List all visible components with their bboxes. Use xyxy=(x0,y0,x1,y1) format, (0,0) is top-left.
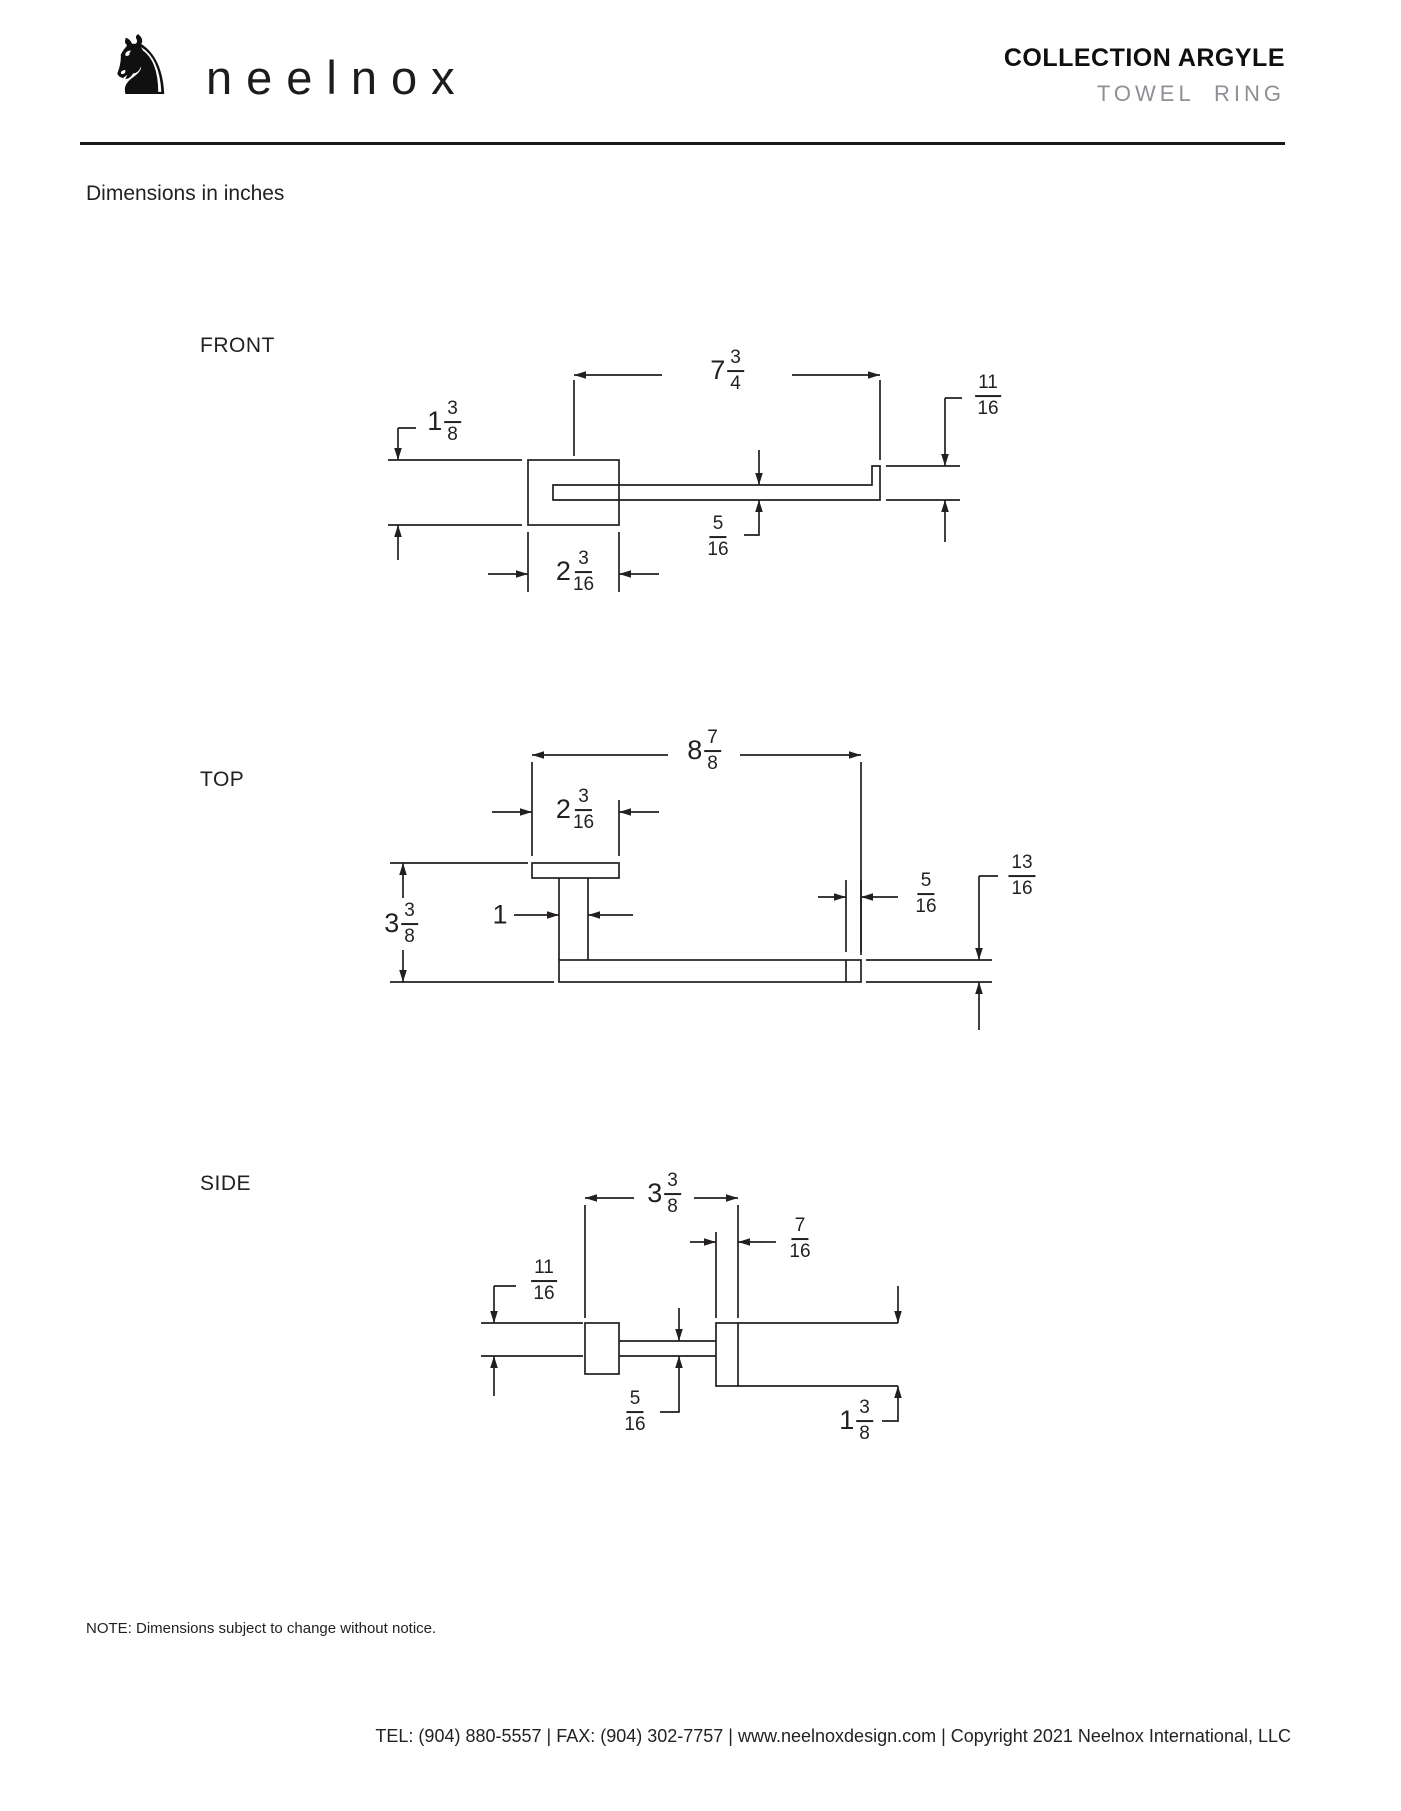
horse-head-logo-icon: ♞ xyxy=(104,19,178,114)
dim-numerator: 7 xyxy=(704,728,721,752)
dim-whole: 1 xyxy=(839,1405,855,1436)
dim-numerator: 3 xyxy=(727,348,744,372)
dim-numerator: 3 xyxy=(575,549,592,573)
dim-whole: 8 xyxy=(687,735,703,766)
brand-name: neelnox xyxy=(206,51,469,104)
dim-whole: 3 xyxy=(647,1178,663,1209)
front-dimension-lines xyxy=(388,371,962,592)
dim-denominator: 16 xyxy=(624,1414,646,1435)
dim-denominator: 16 xyxy=(977,398,999,419)
dim-numerator: 3 xyxy=(575,787,592,811)
top-dimension-lines xyxy=(390,751,998,1030)
dim-denominator: 8 xyxy=(404,926,415,947)
dim-denominator: 8 xyxy=(707,753,718,774)
dim-denominator: 16 xyxy=(915,896,937,917)
dim-denominator: 16 xyxy=(707,539,729,560)
dim-label-top-post-width: 1 xyxy=(490,899,510,930)
side-dimension-lines xyxy=(481,1194,902,1422)
dim-numerator: 5 xyxy=(626,1389,644,1413)
dim-whole: 1 xyxy=(427,406,443,437)
dim-denominator: 16 xyxy=(572,812,595,833)
front-view-drawing xyxy=(388,371,962,592)
dim-denominator: 8 xyxy=(667,1196,678,1217)
dim-denominator: 8 xyxy=(859,1423,870,1444)
contact-footer: TEL: (904) 880-5557 | FAX: (904) 302-775… xyxy=(375,1726,1291,1746)
dim-whole: 2 xyxy=(555,556,571,587)
dim-denominator: 4 xyxy=(730,373,741,394)
top-part-outline xyxy=(531,862,862,983)
dim-denominator: 8 xyxy=(447,424,458,445)
dim-numerator: 3 xyxy=(856,1398,873,1422)
change-notice: NOTE: Dimensions subject to change witho… xyxy=(86,1620,437,1637)
dim-numerator: 7 xyxy=(791,1216,809,1240)
dim-numerator: 11 xyxy=(531,1258,557,1282)
dim-whole: 2 xyxy=(555,794,571,825)
dim-numerator: 3 xyxy=(444,399,461,423)
dim-whole: 7 xyxy=(710,355,726,386)
product-title: TOWEL RING xyxy=(1096,81,1285,106)
view-label-front: FRONT xyxy=(200,334,275,357)
header-right-block: COLLECTION ARGYLE TOWEL RING xyxy=(1004,44,1285,107)
dim-numerator: 5 xyxy=(917,871,935,895)
top-view-drawing xyxy=(390,751,998,1030)
side-view-drawing xyxy=(481,1194,902,1422)
dim-numerator: 11 xyxy=(975,373,1001,397)
units-note: Dimensions in inches xyxy=(86,182,285,205)
dim-numerator: 3 xyxy=(664,1171,681,1195)
dim-denominator: 16 xyxy=(572,574,595,595)
dim-denominator: 16 xyxy=(533,1283,555,1304)
dim-whole: 3 xyxy=(384,908,400,939)
dim-whole: 1 xyxy=(492,899,508,930)
dim-denominator: 16 xyxy=(789,1241,811,1262)
front-part-outline xyxy=(527,459,881,526)
dim-numerator: 13 xyxy=(1008,853,1036,877)
collection-title: COLLECTION ARGYLE xyxy=(1003,44,1285,72)
dim-numerator: 3 xyxy=(401,901,418,925)
dim-numerator: 5 xyxy=(709,514,727,538)
view-label-side: SIDE xyxy=(200,1172,252,1195)
dim-denominator: 16 xyxy=(1011,878,1033,899)
side-part-outline xyxy=(584,1322,898,1387)
view-label-top: TOP xyxy=(200,768,245,791)
header-divider xyxy=(80,142,1285,145)
